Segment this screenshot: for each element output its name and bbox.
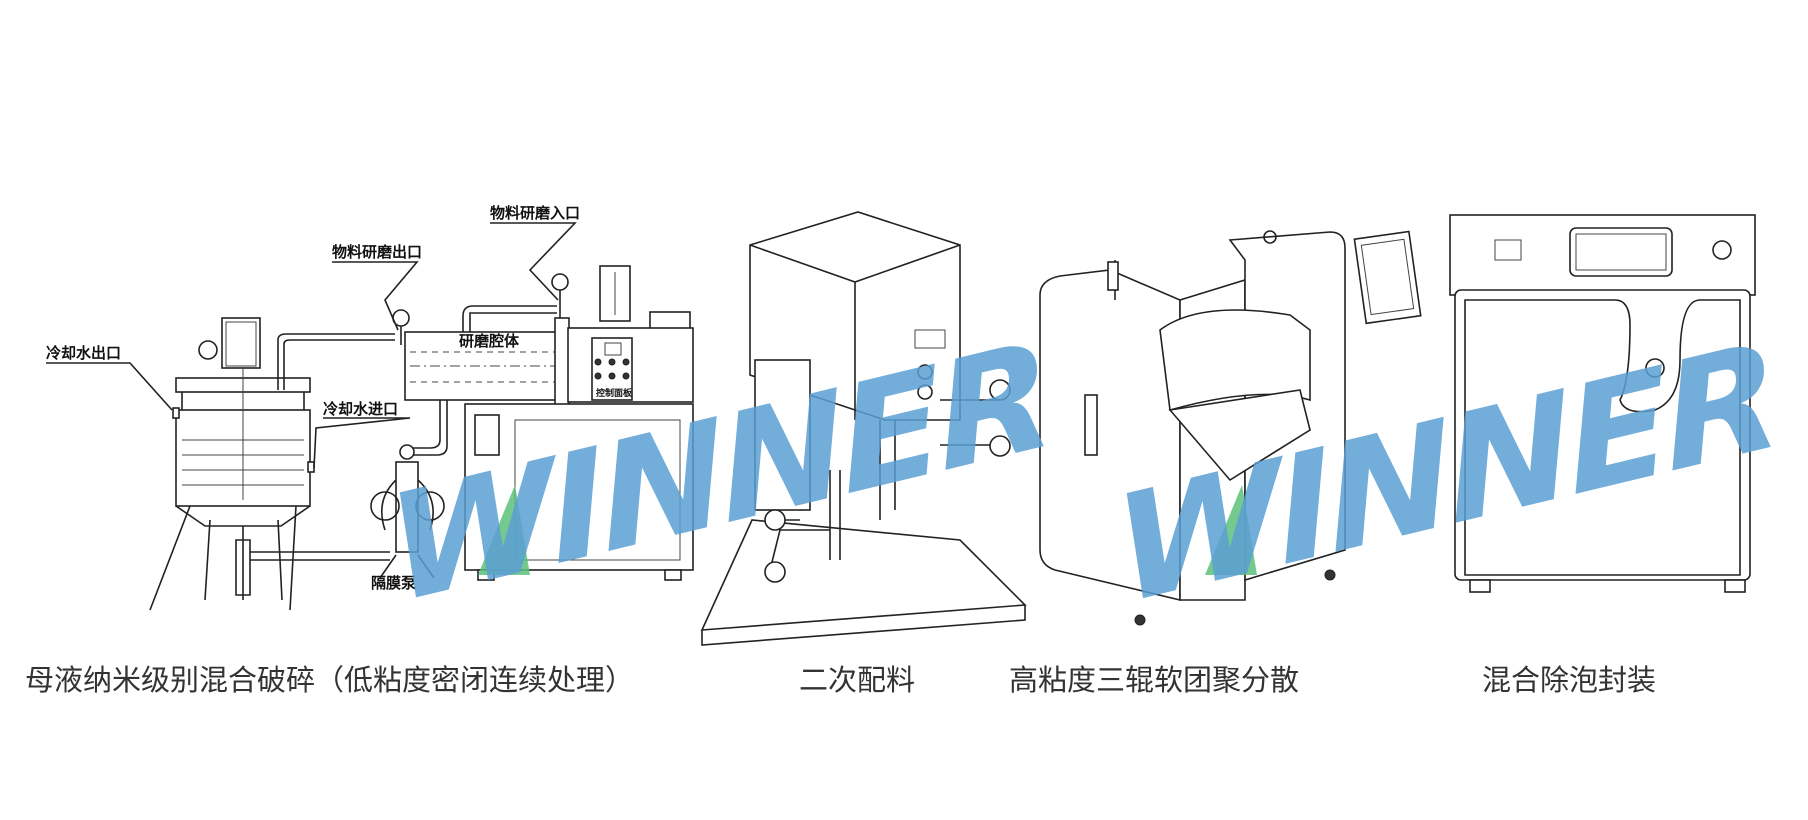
label-diaphragm-pump: 隔膜泵 [371,574,416,592]
caption-stage-3: 高粘度三辊软团聚分散 [1009,663,1299,697]
dispersing-mixer [700,211,1027,646]
caption-stage-4: 混合除泡封装 [1482,663,1656,697]
pressure-gauge-inlet-icon [551,273,569,320]
label-grinding-chamber: 研磨腔体 [459,332,520,350]
label-cooling-water-inlet: 冷却水进口 [323,400,398,418]
bead-mill-body [464,265,694,581]
caption-stage-1: 母液纳米级别混合破碎（低粘度密闭连续处理） [25,663,634,697]
mixing-tank [149,317,315,611]
label-material-grinding-outlet: 物料研磨出口 [332,243,422,261]
diaphragm-pump [370,444,445,579]
pressure-gauge-outlet-icon [392,309,410,345]
piping [250,305,557,561]
caption-stage-2: 二次配料 [799,663,915,697]
label-cooling-water-outlet: 冷却水出口 [46,344,121,362]
leader-lines [46,222,577,469]
defoaming-mixer [1449,214,1756,593]
grinding-chamber [404,317,570,409]
label-control-panel: 控制面板 [596,387,633,399]
label-material-grinding-inlet: 物料研磨入口 [490,204,580,222]
